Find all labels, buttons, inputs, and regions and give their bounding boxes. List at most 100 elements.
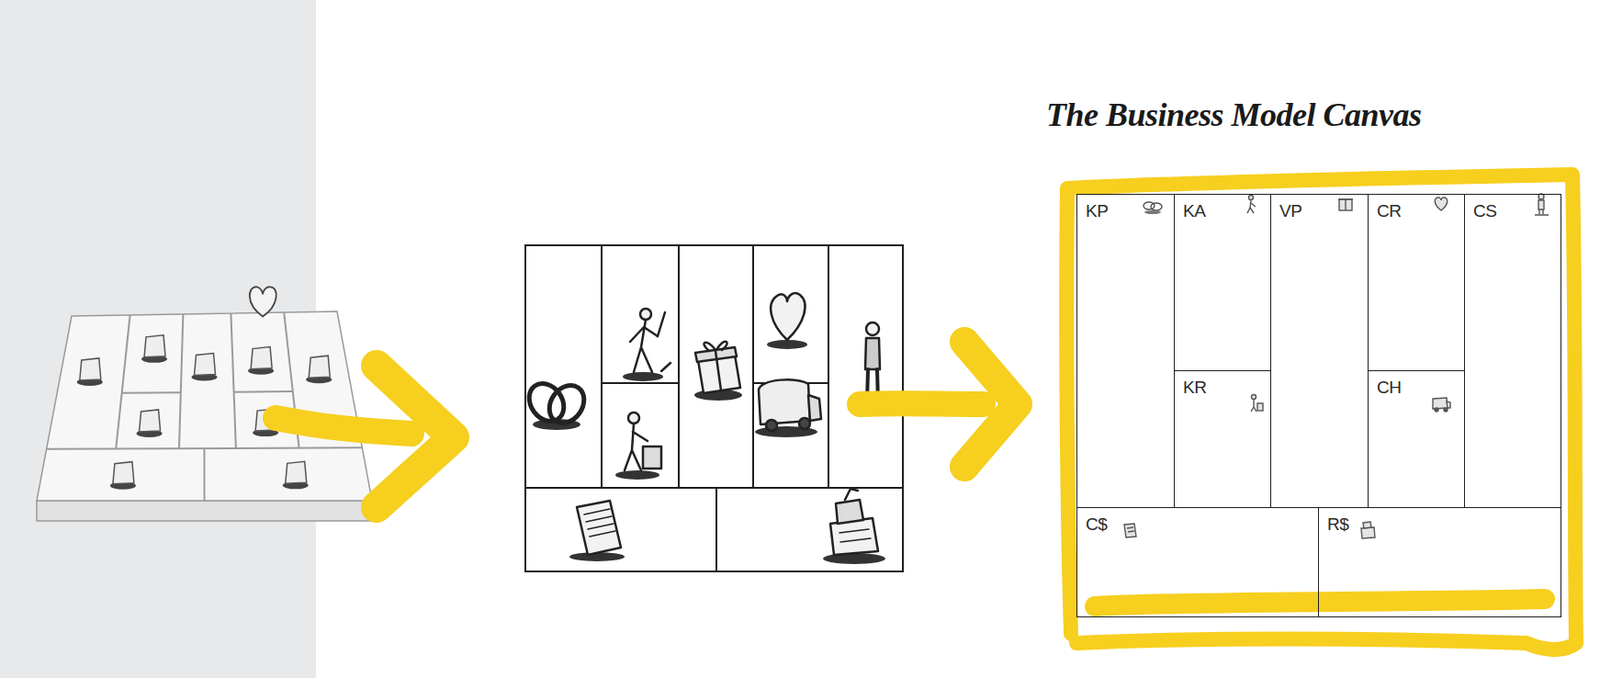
yellow-arrow xyxy=(275,365,454,508)
heart-icon xyxy=(249,286,277,316)
person-icon xyxy=(866,322,879,336)
mini-icon xyxy=(194,352,216,375)
mini-icon xyxy=(247,347,274,375)
resource-icon xyxy=(628,412,640,424)
truck-icon xyxy=(1432,397,1451,412)
resource-icon xyxy=(1250,394,1263,413)
canvas-title: The Business Model Canvas xyxy=(1046,95,1422,135)
customer-relationships-box: CR xyxy=(1367,193,1465,372)
chain-icon xyxy=(1143,202,1162,215)
mini-icon xyxy=(191,352,218,381)
register-icon xyxy=(1363,521,1372,529)
key-activities-box: KA xyxy=(1173,193,1272,372)
block-label: CH xyxy=(1376,377,1401,398)
gift-icon xyxy=(703,341,727,351)
mini-icon xyxy=(144,335,166,358)
resource-icon xyxy=(615,412,662,480)
chain-icon xyxy=(521,376,591,430)
mini-icon xyxy=(110,461,136,490)
resource-icon xyxy=(1251,394,1257,400)
block-label: KP xyxy=(1085,201,1108,222)
truck-icon xyxy=(1446,401,1451,408)
cell-icons xyxy=(1124,193,1549,539)
receipt-icon xyxy=(1126,527,1135,532)
receipt-icon xyxy=(584,508,616,537)
heart-icon xyxy=(766,292,808,350)
flat-canvas xyxy=(600,245,603,488)
yellow-highlight xyxy=(1066,174,1577,650)
yellow-arrow xyxy=(859,341,1018,467)
canvas-seam xyxy=(234,390,293,394)
register-icon xyxy=(1361,521,1375,539)
block-label: R$ xyxy=(1327,514,1349,535)
worker-icon xyxy=(1247,195,1256,215)
chain-icon xyxy=(1150,202,1162,211)
canvas-seam xyxy=(122,391,181,395)
canvas-edge xyxy=(36,500,372,521)
flat-canvas xyxy=(525,486,903,489)
register-icon xyxy=(1361,527,1375,539)
resource-icon xyxy=(1257,403,1263,411)
value-proposition-box: VP xyxy=(1270,193,1369,508)
truck-icon xyxy=(1443,407,1448,412)
flat-canvas xyxy=(525,245,903,572)
receipt-icon xyxy=(1124,523,1137,538)
worker-icon xyxy=(622,371,664,382)
chain-icon xyxy=(521,376,571,429)
worker-icon xyxy=(1247,200,1256,214)
flat-canvas xyxy=(715,487,718,572)
mini-icon xyxy=(282,461,309,489)
block-label: KA xyxy=(1183,201,1206,222)
truck-icon xyxy=(766,419,778,431)
gift-icon xyxy=(694,341,743,401)
person-icon xyxy=(1538,200,1544,210)
mini-icon xyxy=(285,461,307,484)
flat-canvas xyxy=(752,245,755,488)
heart-icon xyxy=(1434,197,1448,211)
canvas-icons xyxy=(521,292,891,564)
truck-icon xyxy=(1434,407,1439,412)
truck-icon xyxy=(808,394,822,421)
register-icon xyxy=(822,552,886,564)
flat-canvas xyxy=(601,382,679,384)
customer-segments-box: CS xyxy=(1464,193,1562,508)
canvas-seam xyxy=(179,314,183,449)
key-resources-box: KR xyxy=(1173,370,1272,508)
worker-icon xyxy=(657,312,671,372)
flat-canvas xyxy=(677,245,680,488)
revenue-streams-box: R$ xyxy=(1318,507,1562,618)
canvas-top xyxy=(36,311,372,501)
block-label: KR xyxy=(1183,377,1206,398)
yellow-arrow xyxy=(964,341,1018,467)
gift-icon xyxy=(1338,199,1353,211)
receipt-icon xyxy=(1124,523,1137,538)
chain-icon xyxy=(541,378,591,430)
truck-icon xyxy=(1432,397,1448,409)
resource-icon xyxy=(642,446,662,469)
channels-box: CH xyxy=(1367,370,1465,508)
receipt-icon xyxy=(576,500,621,555)
mini-icon xyxy=(77,358,103,386)
resource-icon xyxy=(615,470,660,480)
block-label: CR xyxy=(1376,201,1401,222)
canvas-seam xyxy=(115,315,130,450)
register-icon xyxy=(835,499,864,524)
yellow-arrow xyxy=(275,417,412,434)
key-partners-box: KP xyxy=(1076,193,1175,508)
canvas-seam xyxy=(203,448,206,501)
worker-icon xyxy=(622,308,671,382)
gift-icon xyxy=(1338,199,1353,211)
worker-icon xyxy=(1249,195,1254,201)
mini-icon xyxy=(136,409,163,438)
receipt-icon xyxy=(569,500,625,562)
chain-icon xyxy=(1144,210,1161,215)
cost-structure-box: C$ xyxy=(1076,507,1319,618)
mini-icon xyxy=(308,355,330,378)
yellow-highlight xyxy=(1066,174,1577,650)
person-icon xyxy=(1534,193,1549,215)
register-icon xyxy=(845,488,858,500)
yellow-highlight xyxy=(1094,598,1545,607)
flat-canvas xyxy=(525,245,903,572)
block-label: VP xyxy=(1279,201,1302,222)
